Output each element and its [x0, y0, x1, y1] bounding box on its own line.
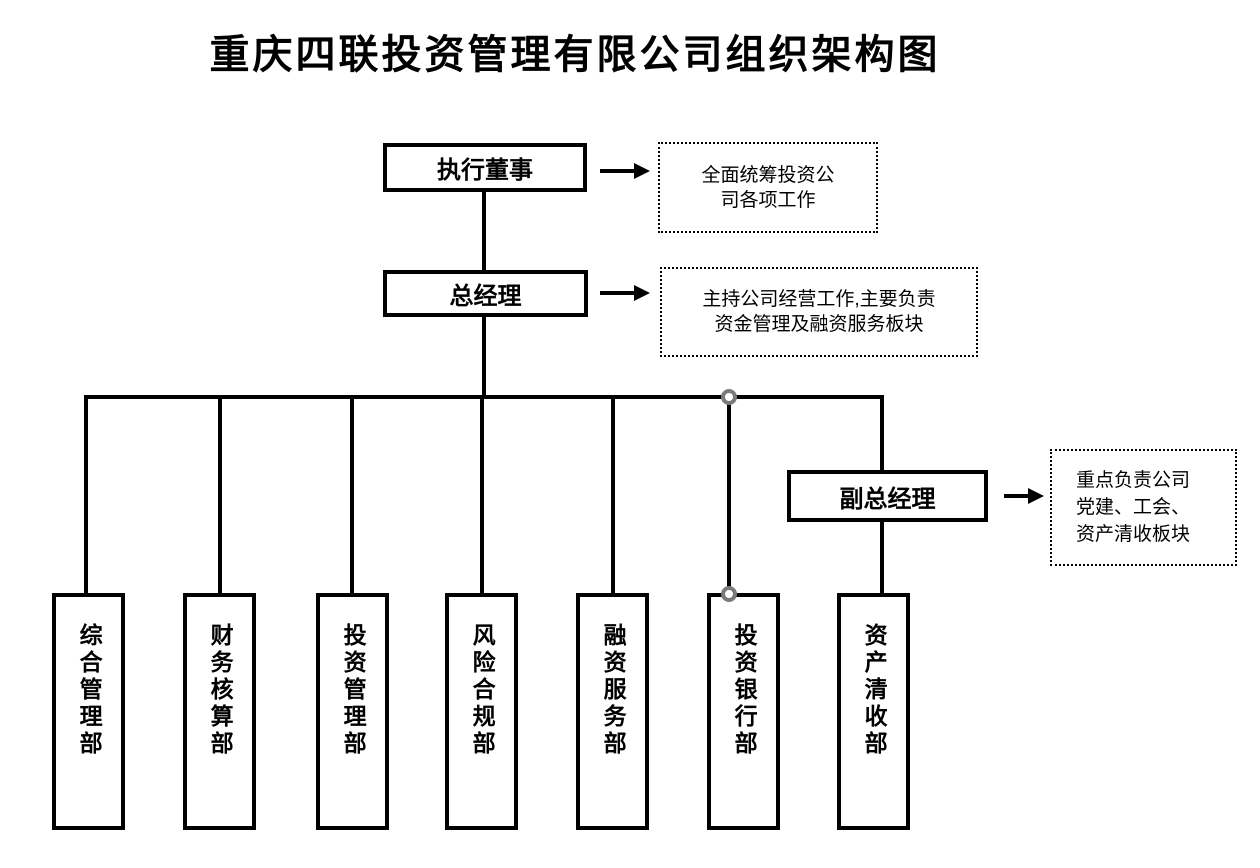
dept-label: 投资管理部 — [340, 623, 367, 758]
dept-box-risk-compliance: 风险合规部 — [445, 593, 518, 830]
drop-line-investment-banking — [727, 395, 731, 594]
dept-label: 综合管理部 — [76, 623, 103, 758]
note-line: 司各项工作 — [720, 189, 816, 211]
note-line: 主持公司经营工作,主要负责 — [702, 289, 936, 310]
dept-box-asset-recovery: 资产清收部 — [837, 593, 910, 830]
dept-box-investment-management: 投资管理部 — [316, 593, 389, 830]
dept-label: 融资服务部 — [600, 623, 627, 758]
note-line: 全面统筹投资公 — [701, 164, 835, 186]
dept-label: 风险合规部 — [469, 623, 496, 758]
drop-line-risk-compliance — [480, 395, 484, 595]
connector-exec-to-gm — [482, 190, 486, 272]
note-line: 重点负责公司 — [1076, 470, 1191, 491]
dept-box-general-admin: 综合管理部 — [52, 593, 125, 830]
exec-note-arrow-shaft — [600, 169, 636, 173]
connector-ring-top-icon — [721, 389, 737, 405]
dept-box-investment-banking: 投资银行部 — [707, 593, 780, 830]
general-manager-label: 总经理 — [449, 283, 522, 310]
note-line: 资产清收板块 — [1076, 524, 1191, 545]
gm-note-arrow-icon — [634, 285, 650, 301]
dept-box-finance-accounting: 财务核算部 — [183, 593, 256, 830]
connector-ring-bottom-icon — [721, 586, 737, 602]
drop-line-finance-accounting — [218, 395, 222, 595]
connector-gm-to-distribution — [482, 315, 486, 399]
gm-note-arrow-shaft — [600, 291, 636, 295]
drop-line-general-admin — [84, 395, 88, 595]
executive-director-box: 执行董事 — [383, 143, 587, 192]
drop-line-to-deputy-gm — [880, 395, 884, 474]
deputy-general-manager-label: 副总经理 — [839, 485, 936, 513]
note-line: 资金管理及融资服务板块 — [714, 314, 924, 335]
general-manager-note-box: 主持公司经营工作,主要负责 资金管理及融资服务板块 — [660, 267, 978, 357]
deputy-general-manager-box: 副总经理 — [787, 470, 988, 522]
note-line: 党建、工会、 — [1076, 497, 1191, 518]
executive-director-label: 执行董事 — [437, 157, 533, 184]
exec-note-arrow-icon — [634, 163, 650, 179]
dept-label: 财务核算部 — [207, 623, 234, 758]
drop-line-financing-services — [611, 395, 615, 595]
dept-box-financing-services: 融资服务部 — [576, 593, 649, 830]
dept-label: 资产清收部 — [861, 623, 888, 758]
drop-line-deputy-gm-to-asset-recovery — [880, 520, 884, 595]
distribution-line — [84, 395, 884, 399]
page-title: 重庆四联投资管理有限公司组织架构图 — [209, 33, 941, 77]
dgm-note-arrow-shaft — [1004, 494, 1030, 498]
drop-line-investment-management — [350, 395, 354, 595]
dgm-note-arrow-icon — [1028, 488, 1044, 504]
dept-label: 投资银行部 — [731, 623, 758, 758]
executive-director-note-box: 全面统筹投资公 司各项工作 — [658, 142, 878, 233]
deputy-general-manager-note-box: 重点负责公司 党建、工会、 资产清收板块 — [1050, 449, 1237, 566]
general-manager-box: 总经理 — [383, 270, 588, 317]
